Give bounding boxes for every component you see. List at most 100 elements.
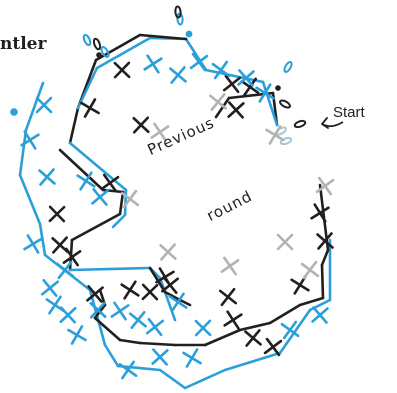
single-crochet-stitch-41 [263,337,283,357]
single-crochet-stitch-35 [118,360,138,380]
yarn-path-segment-26 [68,266,152,272]
dot-0 [96,52,102,58]
single-crochet-stitch-21 [76,171,96,191]
yarn-path-segment-46 [268,303,302,325]
single-crochet-stitch-37 [182,348,202,368]
yarn-path-segment-32 [158,368,187,390]
chain-stitch-1 [100,46,110,58]
single-crochet-stitch-15 [35,96,53,114]
yarn-path-segment-28 [158,276,177,322]
single-crochet-stitch-49 [300,260,320,280]
single-crochet-stitch-18 [100,173,120,193]
yarn-path-segment-7 [95,36,152,70]
chain-stitch-0 [92,37,102,51]
single-crochet-stitch-20 [91,188,109,206]
single-crochet-stitch-32 [110,301,130,321]
single-crochet-stitch-36 [151,348,169,366]
chain-stitch-4 [174,5,182,19]
single-crochet-stitch-43 [311,306,329,324]
yarn-path-segment-35 [278,308,312,355]
single-crochet-stitch-44 [290,275,310,295]
yarn-path-segment-30 [103,343,120,368]
yarn-path-segment-52 [163,290,182,302]
single-crochet-stitch-2 [150,122,170,142]
yarn-path-segment-42 [138,341,177,347]
single-crochet-stitch-38 [194,319,212,337]
single-crochet-stitch-58 [168,292,188,312]
start-arrow-head [321,117,329,129]
single-crochet-stitch-39 [223,310,243,330]
single-crochet-stitch-28 [45,295,65,315]
single-crochet-stitch-5 [240,77,260,97]
yarn-path-segment-2 [214,96,231,119]
single-crochet-stitch-48 [315,176,335,196]
single-crochet-stitch-46 [310,203,330,223]
chain-stitch-2 [82,33,92,47]
yarn-path-segment-53 [178,298,192,307]
yarn-path-segment-33 [183,368,227,390]
yarn-path-segment-22 [70,212,122,242]
single-crochet-stitch-7 [265,125,285,145]
single-crochet-stitch-27 [41,279,59,297]
dot-2 [275,85,281,91]
single-crochet-stitch-47 [316,232,334,250]
yarn-path-segment-45 [238,321,272,332]
single-crochet-stitch-52 [141,283,159,301]
yarn-path-segment-15 [18,128,28,177]
yarn-path-segment-11 [68,106,80,145]
single-crochet-stitch-55 [220,256,240,276]
single-crochet-stitch-25 [62,247,82,267]
single-crochet-stitch-51 [120,280,140,300]
single-crochet-stitch-42 [280,320,300,340]
single-crochet-stitch-30 [67,325,87,345]
yarn-path-segment-41 [118,338,142,345]
yarn-path-segment-12 [76,66,99,110]
dot-3 [10,108,18,116]
yarn-path-segment-16 [18,173,42,226]
yarn-path-segment-25 [111,213,127,229]
single-crochet-stitch-54 [159,243,177,261]
single-crochet-stitch-34 [145,317,165,337]
yarn-path-segment-24 [123,188,128,217]
single-crochet-stitch-11 [189,52,209,72]
single-crochet-stitch-16 [20,130,40,150]
single-crochet-stitch-22 [48,205,66,223]
chain-stitch-3 [176,12,184,26]
single-crochet-stitch-31 [89,301,107,319]
single-crochet-stitch-19 [120,189,140,209]
yarn-path-segment-48 [320,263,325,300]
yarn-path-segment-44 [203,328,242,347]
single-crochet-stitch-40 [244,329,262,347]
single-crochet-stitch-50 [86,285,104,303]
single-crochet-stitch-9 [143,54,163,74]
yarn-path-segment-13 [68,141,128,192]
single-crochet-stitch-12 [211,60,231,80]
dot-1 [185,30,193,38]
chain-stitch-5 [283,61,293,73]
single-crochet-stitch-1 [132,116,150,134]
single-crochet-stitch-24 [51,236,69,254]
start-label: Start [333,104,365,121]
yarn-path-segment-29 [88,288,107,347]
chain-stitch-6 [279,99,291,109]
single-crochet-stitch-17 [38,168,56,186]
single-crochet-stitch-6 [227,101,245,119]
single-crochet-stitch-14 [255,83,275,103]
yarn-path-segment-19 [58,148,105,192]
single-crochet-stitch-0 [80,98,100,118]
yarn-path-segment-21 [118,190,125,216]
single-crochet-stitch-4 [222,74,242,94]
single-crochet-stitch-45 [276,233,294,251]
single-crochet-stitch-33 [129,311,147,329]
chart-title: ntler [0,34,47,54]
yarn-path-segment-14 [24,81,45,132]
chain-stitch-7 [293,119,307,129]
yarn-path-segment-47 [298,296,325,307]
single-crochet-stitch-26 [55,260,75,280]
single-crochet-stitch-23 [23,234,43,254]
single-crochet-stitch-8 [113,61,131,79]
yarn-path-segment-3 [261,80,279,127]
yarn-path-segment-40 [93,316,122,342]
yarn-path-segment-49 [320,248,330,267]
